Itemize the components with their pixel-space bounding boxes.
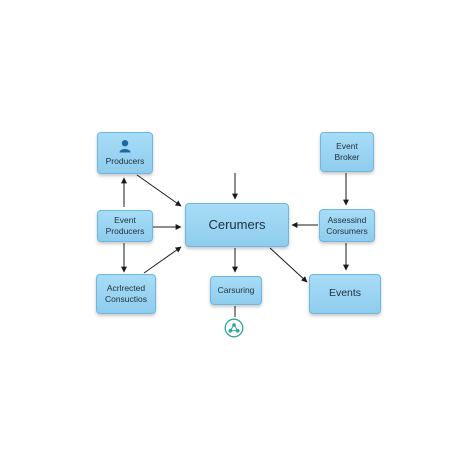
consumers-label: Cerumers bbox=[208, 216, 266, 232]
architected-consumers-node[interactable]: Acrlrected Consuctios bbox=[96, 274, 156, 314]
assessing-consumers-node[interactable]: Assessind Corsumers bbox=[319, 209, 375, 242]
network-icon bbox=[224, 318, 244, 338]
arrow-architected-consumers-to-consumers bbox=[143, 246, 182, 274]
event-broker-node[interactable]: Event Broker bbox=[320, 132, 374, 172]
arrow-producers-to-consumers bbox=[136, 174, 182, 207]
events-node[interactable]: Events bbox=[309, 274, 381, 314]
event-producers-label: Event Producers bbox=[105, 215, 145, 236]
consuming-label: Carsuring bbox=[217, 285, 255, 296]
arrow-consumers-to-events bbox=[269, 247, 308, 283]
consuming-node[interactable]: Carsuring bbox=[210, 276, 262, 305]
event-broker-label: Event Broker bbox=[334, 141, 360, 162]
user-icon bbox=[119, 140, 131, 153]
architected-consumers-label: Acrlrected Consuctios bbox=[104, 283, 148, 304]
consumers-node[interactable]: Cerumers bbox=[185, 203, 289, 247]
events-label: Events bbox=[328, 287, 362, 300]
producers-node[interactable]: Producers bbox=[97, 132, 153, 174]
producers-label: Producers bbox=[105, 156, 145, 167]
assessing-consumers-label: Assessind Corsumers bbox=[326, 214, 368, 236]
event-producers-node[interactable]: Event Producers bbox=[97, 210, 153, 242]
